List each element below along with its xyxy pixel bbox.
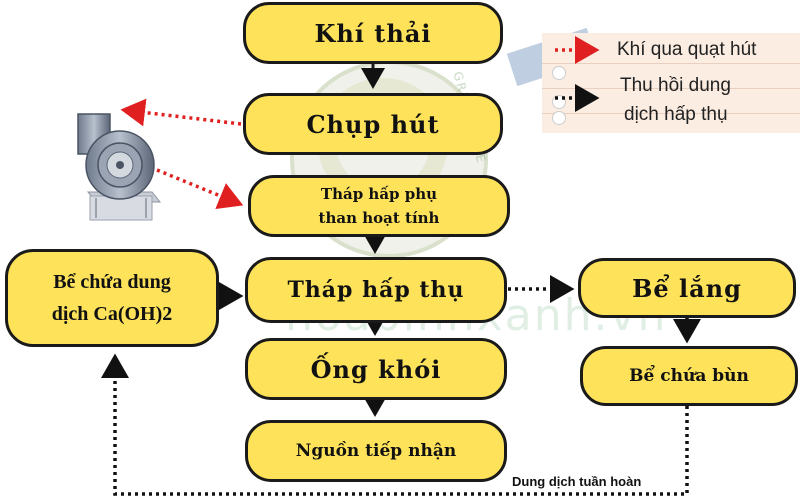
label-recycle: Dung dịch tuần hoàn [512,474,642,489]
node-be-chua-line2: dịch Ca(OH)2 [51,303,173,325]
node-thap-hap-phu: Tháp hấp phụ than hoạt tính [248,175,510,237]
node-nguon-tiep-nhan: Nguồn tiếp nhận [245,420,507,482]
node-thap-hap-phu-line2: than hoạt tính [318,209,440,227]
node-thap-hap-phu-line1: Tháp hấp phụ [320,185,438,203]
node-chup-hut: Chụp hút [243,93,503,155]
arrow-recycle-loop [101,353,689,496]
arrow-chup-hut-to-fan [120,98,242,127]
legend: Khí qua quạt hút Thu hồi dung dịch hấp t… [542,33,800,133]
node-be-chua-line1: Bể chứa dung [53,271,171,293]
legend-fan-flow-label: Khí qua quạt hút [617,39,757,60]
node-khi-thai: Khí thải [243,2,503,64]
centrifugal-fan-icon [77,113,162,221]
arrow-fan-to-thap-hap-phu [156,168,244,209]
legend-recovery-label-1: Thu hồi dung [620,75,731,96]
node-be-chua-dung-dich: Bể chứa dung dịch Ca(OH)2 [5,249,219,347]
node-be-lang: Bể lắng [578,258,796,318]
legend-recovery-label-2: dịch hấp thụ [624,104,728,125]
node-be-chua-bun: Bể chứa bùn [580,346,798,406]
node-ong-khoi: Ống khói [245,338,507,400]
node-thap-hap-thu: Tháp hấp thụ [245,257,507,323]
